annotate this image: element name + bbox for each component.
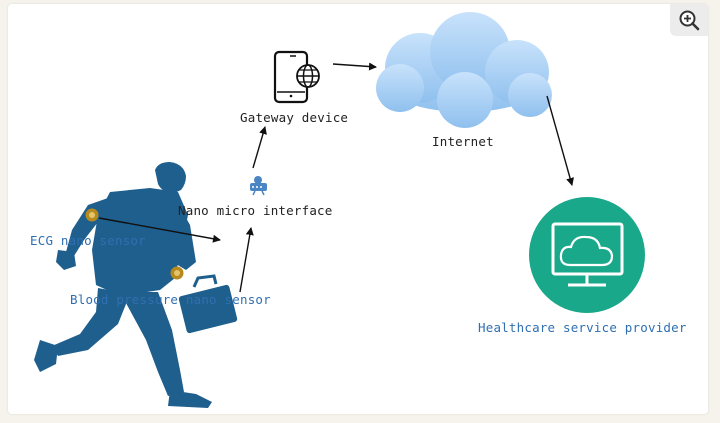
arrow-interface-to-gateway <box>252 126 267 169</box>
provider-label: Healthcare service provider <box>478 320 687 335</box>
bp-sensor-dot-icon <box>170 266 184 280</box>
ecg-sensor-label: ECG nano sensor <box>30 233 146 248</box>
zoom-in-icon <box>679 10 700 31</box>
arrow-ecg-to-interface <box>98 217 221 243</box>
arrow-bp-to-interface <box>239 227 254 293</box>
nano-interface-label: Nano micro interface <box>178 203 333 218</box>
ecg-sensor-dot-icon <box>85 208 99 222</box>
bp-sensor-label: Blood pressure nano sensor <box>70 292 271 307</box>
arrow-internet-to-provider <box>546 95 574 186</box>
gateway-label: Gateway device <box>240 110 349 125</box>
zoom-button[interactable] <box>670 4 708 36</box>
cloud-icon <box>376 12 552 128</box>
running-man-with-briefcase <box>34 162 238 408</box>
arrow-gateway-to-internet <box>332 62 377 71</box>
router-icon <box>250 176 267 196</box>
monitor-cloud-icon <box>529 197 645 313</box>
internet-label: Internet <box>432 134 494 149</box>
smartphone-globe-icon <box>273 50 320 104</box>
